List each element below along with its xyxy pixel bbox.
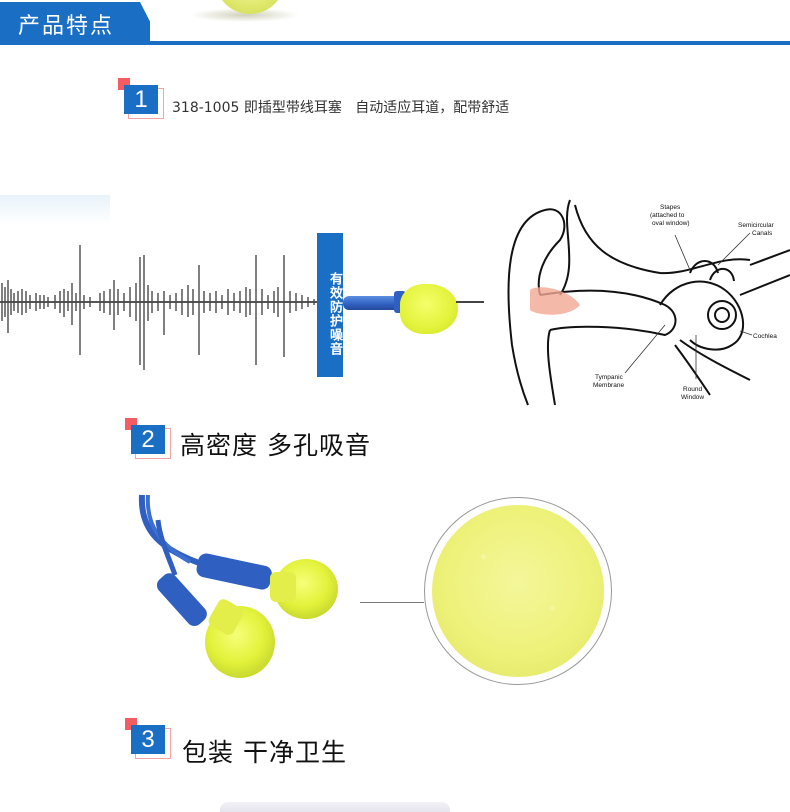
corded-earplugs-image [138,494,338,678]
label-cochlea: Cochlea [753,333,777,340]
label-semicircular-canals: Semicircular [738,222,775,229]
svg-text:(attached to: (attached to [650,212,685,219]
badge-number: 2 [131,425,165,454]
header-ball-shadow [190,8,300,22]
svg-text:Window: Window [681,394,704,401]
badge-number: 1 [124,85,158,114]
section-2-title: 高密度 多孔吸音 [180,431,371,460]
wave-fade [0,195,110,225]
section-1-badge: 1 [118,78,168,119]
badge-number: 3 [131,725,165,754]
label-tympanic-membrane: Tympanic [595,374,624,381]
noise-protection-label: 有效防护噪音 [317,233,343,377]
packaging-image-top [220,802,450,812]
earplug-wave-tail [456,301,484,303]
ear-anatomy-diagram: Stapes (attached to oval window) Semicir… [507,199,790,406]
section-3-badge: 3 [125,718,175,759]
earplug-foam-tip [400,284,458,334]
sound-waveform-image [0,245,320,370]
foam-closeup-image [432,505,604,677]
label-round-window: Round [683,386,703,393]
label-stapes: Stapes [660,204,681,211]
section-1-description: 318-1005 即插型带线耳塞 自动适应耳道，配带舒适 [172,100,510,116]
section-2-badge: 2 [125,418,175,459]
section-header-title: 产品特点 [18,14,115,39]
svg-text:oval window): oval window) [652,220,690,227]
svg-text:Canals: Canals [752,230,773,237]
earplug-stem [343,296,401,310]
svg-text:Membrane: Membrane [593,382,624,389]
header-underline [150,41,790,45]
connector-line [360,602,424,603]
header-tab [0,2,150,45]
section-3-title: 包装 干净卫生 [182,738,347,767]
